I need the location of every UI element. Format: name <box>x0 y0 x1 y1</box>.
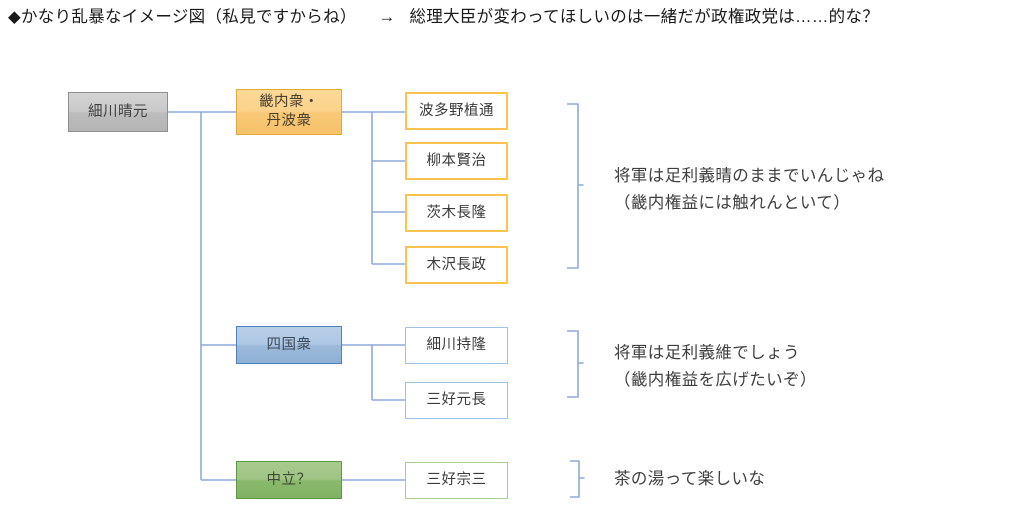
node-member-hatano-tanemichi[interactable]: 波多野植通 <box>405 92 508 130</box>
annotation-shikoku: 将軍は足利義維でしょう （畿内権益を広げたいぞ） <box>614 344 817 389</box>
node-root-label: 細川晴元 <box>88 103 148 120</box>
node-member-label: 三好元長 <box>426 392 487 409</box>
node-group-chuuritsu[interactable]: 中立？ <box>236 461 342 499</box>
node-member-miyoshi-sozo[interactable]: 三好宗三 <box>405 462 508 499</box>
bracket-kinai <box>567 103 584 269</box>
page-caption: ◆かなり乱暴なイメージ図（私見ですからね） → 総理大臣が変わってほしいのは一緒だが… <box>8 4 1018 30</box>
caption-tail-text: 総理大臣が変わってほしいのは一緒だが政権政党は……的な？ <box>409 8 880 26</box>
node-group-chuuritsu-label: 中立？ <box>266 471 312 488</box>
node-root[interactable]: 細川晴元 <box>68 92 168 132</box>
node-member-label: 柳本賢治 <box>426 152 487 169</box>
node-member-kizawa-nagamasa[interactable]: 木沢長政 <box>405 246 508 284</box>
node-member-yanagimoto-kataharu[interactable]: 柳本賢治 <box>405 142 508 180</box>
bracket-chuuritsu <box>570 460 585 498</box>
node-member-hosokawa-mochitaka[interactable]: 細川持隆 <box>405 327 508 364</box>
bracket-shikoku <box>567 330 584 398</box>
caption-lead-text: かなり乱暴なイメージ図（私見ですからね） <box>21 8 357 26</box>
node-member-label: 三好宗三 <box>426 472 487 489</box>
node-group-shikoku-label: 四国衆 <box>266 336 312 353</box>
node-member-label: 茨木長隆 <box>426 204 487 221</box>
node-member-ibaraki-nagataka[interactable]: 茨木長隆 <box>405 194 508 232</box>
node-member-label: 波多野植通 <box>419 102 494 119</box>
node-group-shikoku[interactable]: 四国衆 <box>236 326 342 364</box>
annotation-kinai: 将軍は足利義晴のままでいんじゃね （畿内権益には触れんといて） <box>614 167 885 212</box>
caption-bullet-icon: ◆ <box>8 8 21 26</box>
node-member-miyoshi-motonaga[interactable]: 三好元長 <box>405 382 508 419</box>
arrow-icon: → <box>378 8 396 26</box>
node-member-label: 木沢長政 <box>426 256 487 273</box>
annotation-chuuritsu: 茶の湯って楽しいな <box>614 470 766 488</box>
node-group-kinai[interactable]: 畿内衆・ 丹波衆 <box>236 89 342 135</box>
node-member-label: 細川持隆 <box>426 337 487 354</box>
node-group-kinai-label: 畿内衆・ 丹波衆 <box>259 94 319 129</box>
